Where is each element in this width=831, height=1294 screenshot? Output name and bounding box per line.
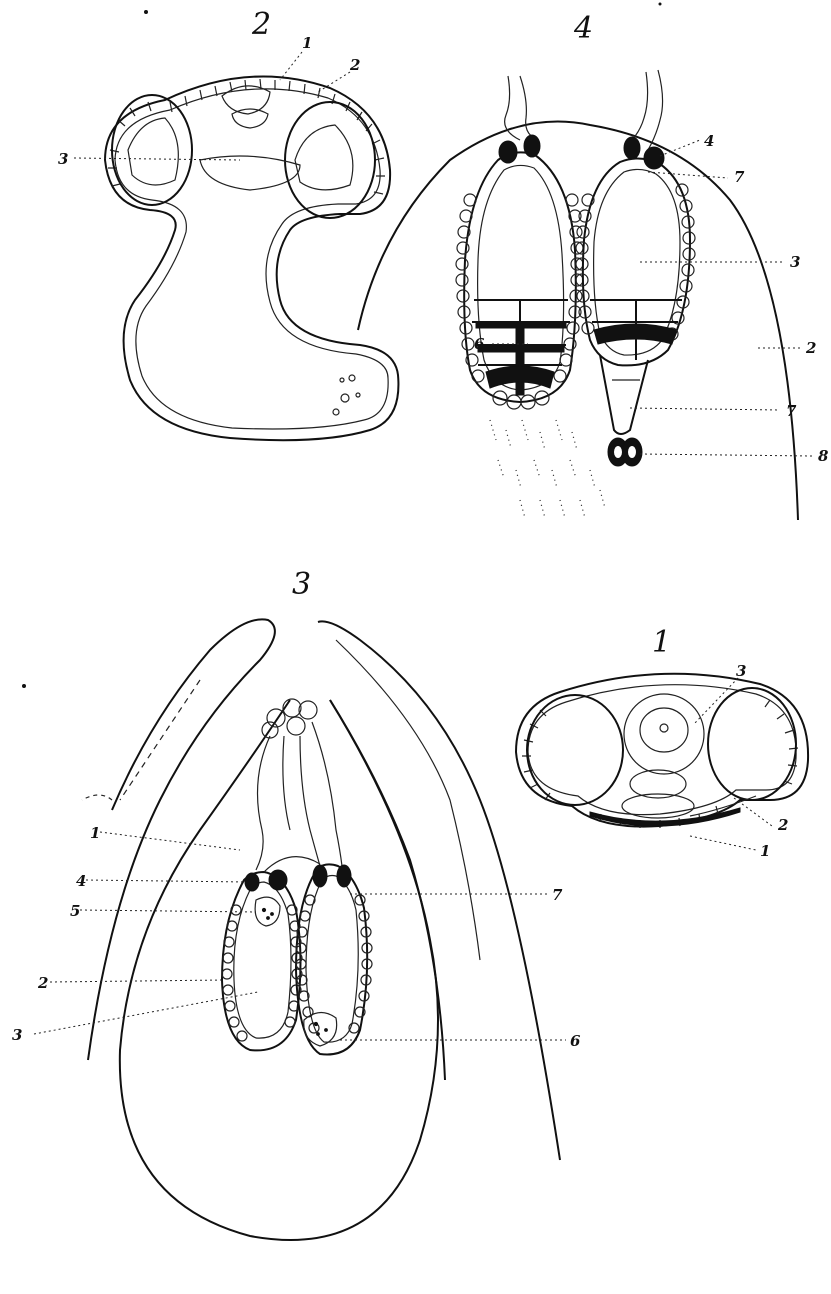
figure-3-label: 5 (70, 902, 80, 920)
figure-4-label: 7 (734, 168, 745, 186)
speck (659, 3, 662, 6)
figure-3-label: 7 (552, 886, 563, 904)
figure-2-label: 1 (302, 34, 312, 52)
figure-2-label: 2 (349, 56, 360, 74)
figure-2: 2 1 2 3 (58, 7, 398, 440)
figure-4-label: 2 (805, 339, 816, 357)
figure-4: 4 (358, 11, 829, 520)
figure-4-number: 4 (573, 11, 593, 46)
speck (22, 684, 26, 688)
figure-3-label: 2 (37, 974, 48, 992)
figure-3-label: 6 (570, 1032, 581, 1050)
figure-3-label: 4 (76, 872, 86, 890)
figure-1-label: 1 (760, 842, 770, 860)
figure-1: 1 3 2 1 (516, 625, 808, 860)
figure-4-label: 6 (474, 335, 485, 353)
figure-2-number: 2 (251, 7, 271, 42)
speck (144, 10, 148, 14)
figure-3-number: 3 (292, 567, 311, 602)
figure-3-label: 3 (12, 1026, 22, 1044)
figure-2-drawing (105, 76, 398, 440)
figure-3: 3 (12, 567, 581, 1240)
figure-4-label: 7 (786, 402, 797, 420)
figure-1-label: 2 (777, 816, 788, 834)
figure-3-drawing (82, 619, 560, 1240)
figure-4-drawing (358, 70, 798, 520)
figure-4-label: 8 (818, 447, 829, 465)
figure-1-drawing (516, 674, 808, 828)
figure-4-label: 3 (790, 253, 800, 271)
figure-4-label: 4 (704, 132, 714, 150)
figure-3-label: 1 (90, 824, 100, 842)
figure-2-label: 3 (58, 150, 68, 168)
figure-1-label: 3 (736, 662, 746, 680)
figure-1-number: 1 (652, 625, 671, 660)
